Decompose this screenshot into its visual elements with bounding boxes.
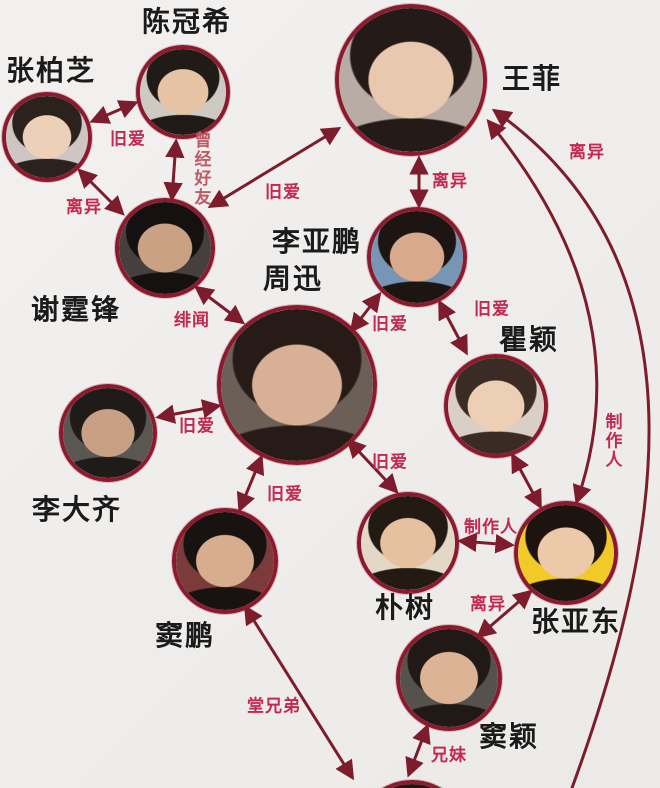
relation-label-wf-bottom-curve: 离异: [569, 142, 605, 162]
portrait-photo-wang-fei: [339, 8, 483, 152]
person-name-zhou-xun: 周迅: [262, 263, 324, 294]
person-node-wang-fei: [335, 4, 487, 156]
relation-label-wf-lyp: 离异: [432, 171, 468, 191]
relation-arrow-zx-dp: [236, 454, 265, 513]
person-name-qu-ying: 瞿颖: [498, 324, 560, 355]
relation-arrow-qy-zyd: [511, 452, 542, 510]
portrait-photo-zhang-yadong: [518, 505, 614, 601]
relation-label-zx-ldq: 旧爱: [179, 416, 215, 436]
person-node-bottom-person: [354, 780, 470, 788]
person-name-chen-guanxi: 陈冠希: [141, 6, 233, 37]
person-node-pu-shu: [357, 492, 459, 594]
person-node-dou-peng: [172, 508, 278, 614]
relation-label-cgx-xtf: 曾经好友: [191, 131, 211, 207]
relation-arrow-lyp-qy: [438, 299, 468, 356]
relation-label-dp-bottom: 堂兄弟: [247, 696, 301, 716]
person-name-dou-ying: 窦颖: [478, 721, 540, 752]
person-name-zhang-bozhi: 张柏芝: [5, 55, 97, 86]
person-name-wang-fei: 王菲: [501, 63, 563, 94]
person-node-qu-ying: [444, 354, 548, 458]
relation-label-zyd-dy: 离异: [470, 594, 506, 614]
relation-label-zbz-xtf: 离异: [66, 197, 102, 217]
relation-arrow-cgx-xtf: [163, 138, 185, 202]
relation-arrow-dy-bottom: [405, 723, 431, 778]
person-node-dou-ying: [396, 625, 502, 731]
portrait-photo-qu-ying: [448, 358, 544, 454]
portrait-photo-dou-ying: [400, 629, 498, 727]
relation-label-lyp-zx: 旧爱: [372, 314, 408, 334]
relation-label-zbz-cgx: 旧爱: [110, 129, 146, 149]
person-node-chen-guanxi: [136, 45, 230, 139]
person-node-zhang-bozhi: [2, 92, 92, 182]
person-node-zhang-yadong: [514, 501, 618, 605]
portrait-photo-bottom-person: [358, 784, 466, 788]
relation-label-lyp-qy: 旧爱: [474, 299, 510, 319]
person-node-zhou-xun: [217, 305, 377, 465]
portrait-photo-li-daqi: [63, 388, 153, 478]
person-node-xie-tingfeng: [115, 198, 215, 298]
person-name-li-yapeng: 李亚鹏: [271, 226, 363, 257]
person-node-li-yapeng: [367, 207, 467, 307]
relation-label-zx-ps: 旧爱: [372, 452, 408, 472]
relation-label-wf-xtf: 旧爱: [265, 182, 301, 202]
person-node-li-daqi: [59, 384, 157, 482]
portrait-photo-chen-guanxi: [140, 49, 226, 135]
relation-label-xtf-zx: 绯闻: [174, 310, 210, 330]
relation-label-zx-dp: 旧爱: [267, 484, 303, 504]
relation-arrow-zbz-cgx: [89, 100, 139, 124]
person-name-pu-shu: 朴树: [374, 592, 436, 623]
portrait-photo-pu-shu: [361, 496, 455, 590]
person-name-xie-tingfeng: 谢霆锋: [30, 294, 122, 325]
person-name-zhang-yadong: 张亚东: [530, 606, 622, 637]
portrait-photo-li-yapeng: [371, 211, 463, 303]
relation-label-ps-zyd: 制作人: [464, 517, 518, 537]
portrait-photo-dou-peng: [176, 512, 274, 610]
portrait-photo-xie-tingfeng: [119, 202, 211, 294]
relation-arrow-ps-zyd: [457, 532, 515, 554]
person-name-li-daqi: 李大齐: [31, 494, 123, 525]
portrait-photo-zhang-bozhi: [6, 96, 88, 178]
person-name-dou-peng: 窦鹏: [154, 620, 216, 651]
relation-label-wf-zyd-curve: 制作人: [602, 412, 622, 470]
portrait-photo-zhou-xun: [221, 309, 373, 461]
relation-label-dy-bottom: 兄妹: [431, 745, 467, 765]
